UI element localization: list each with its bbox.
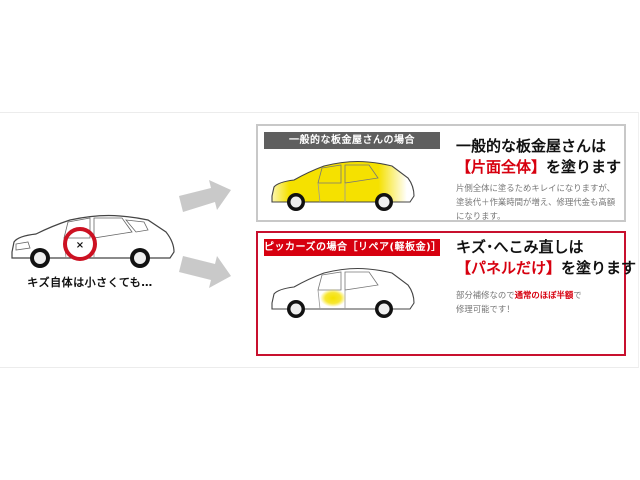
damaged-car-illustration: ×	[11, 214, 175, 268]
arrow-right-up-icon	[179, 180, 231, 212]
pickers-label: ピッカーズの場合［リペア(軽板金)］	[264, 239, 441, 256]
damage-marker-icon: ×	[76, 240, 84, 251]
red-circle-highlight-icon	[63, 227, 97, 261]
general-shop-panel: 一般的な板金屋さんの場合 一般的な板金屋さんは 【片面全体】を塗ります 片側全体…	[256, 124, 626, 222]
half-price-emphasis: 通常のほぼ半額	[514, 290, 574, 300]
arrow-right-down-icon	[179, 256, 231, 288]
panel-painted-car-illustration	[271, 267, 415, 318]
full-side-painted-car-illustration	[271, 160, 415, 211]
paint-spot-icon	[320, 289, 346, 307]
general-shop-description: 片側全体に塗るためキレイになりますが、 塗装代＋作業時間が増え、修理代金も高額 …	[456, 183, 616, 221]
pickers-description: 部分補修なので通常のほぼ半額で 修理可能です！	[456, 290, 582, 314]
pickers-panel: ピッカーズの場合［リペア(軽板金)］ キズ･へこみ直しは 【パネルだけ】を塗りま…	[256, 231, 636, 356]
general-shop-label: 一般的な板金屋さんの場合	[264, 132, 440, 149]
left-caption: キズ自体は小さくても…	[27, 276, 153, 289]
general-shop-headline: 一般的な板金屋さんは 【片面全体】を塗ります	[456, 137, 622, 176]
pickers-headline: キズ･へこみ直しは 【パネルだけ】を塗ります	[456, 238, 637, 277]
